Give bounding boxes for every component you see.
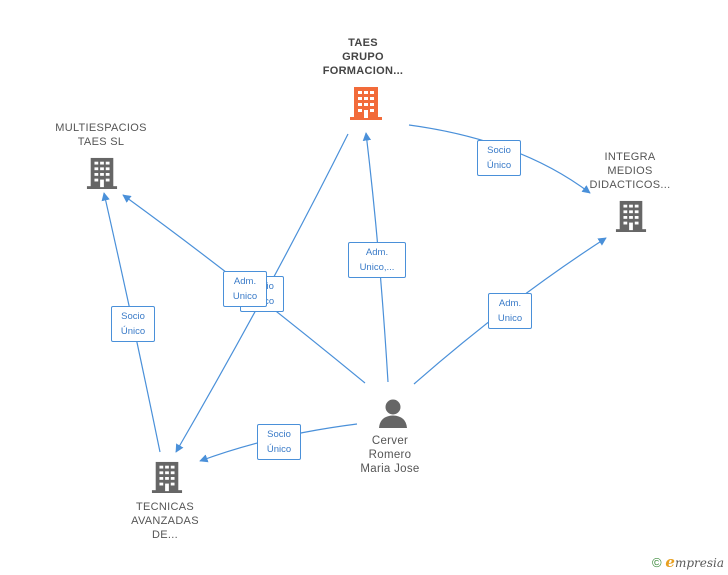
edge-label-adm-cerver-taes[interactable]: Adm. Unico,... [348, 242, 406, 278]
edge-label-adm-cerver-integra[interactable]: Adm. Unico [488, 293, 532, 329]
building-icon [615, 200, 647, 232]
edge-label-socio-cerver-tecnicas[interactable]: Socio Único [257, 424, 301, 460]
node-label-integra: INTEGRA MEDIOS DIDACTICOS... [589, 151, 671, 191]
copyright-icon: © [651, 555, 662, 570]
edge-label-socio-taes-integra[interactable]: Socio Único [477, 140, 521, 176]
building-icon [350, 87, 382, 120]
node-label-taes: TAES GRUPO FORMACION... [322, 37, 404, 77]
empresia-logo[interactable]: © empresia [651, 553, 724, 571]
person-icon [379, 399, 407, 428]
building-icon [151, 461, 183, 493]
edge-label-adm-cerver-multi[interactable]: Adm. Unico [223, 271, 267, 307]
node-label-cerver: Cerver Romero Maria Jose [360, 435, 420, 475]
node-label-tecnicas: TECNICAS AVANZADAS DE... [131, 501, 199, 541]
edge-label-socio-tecnicas-multi[interactable]: Socio Único [111, 306, 155, 342]
building-icon [86, 157, 118, 189]
node-label-multiespacios: MULTIESPACIOS TAES SL [55, 122, 147, 148]
